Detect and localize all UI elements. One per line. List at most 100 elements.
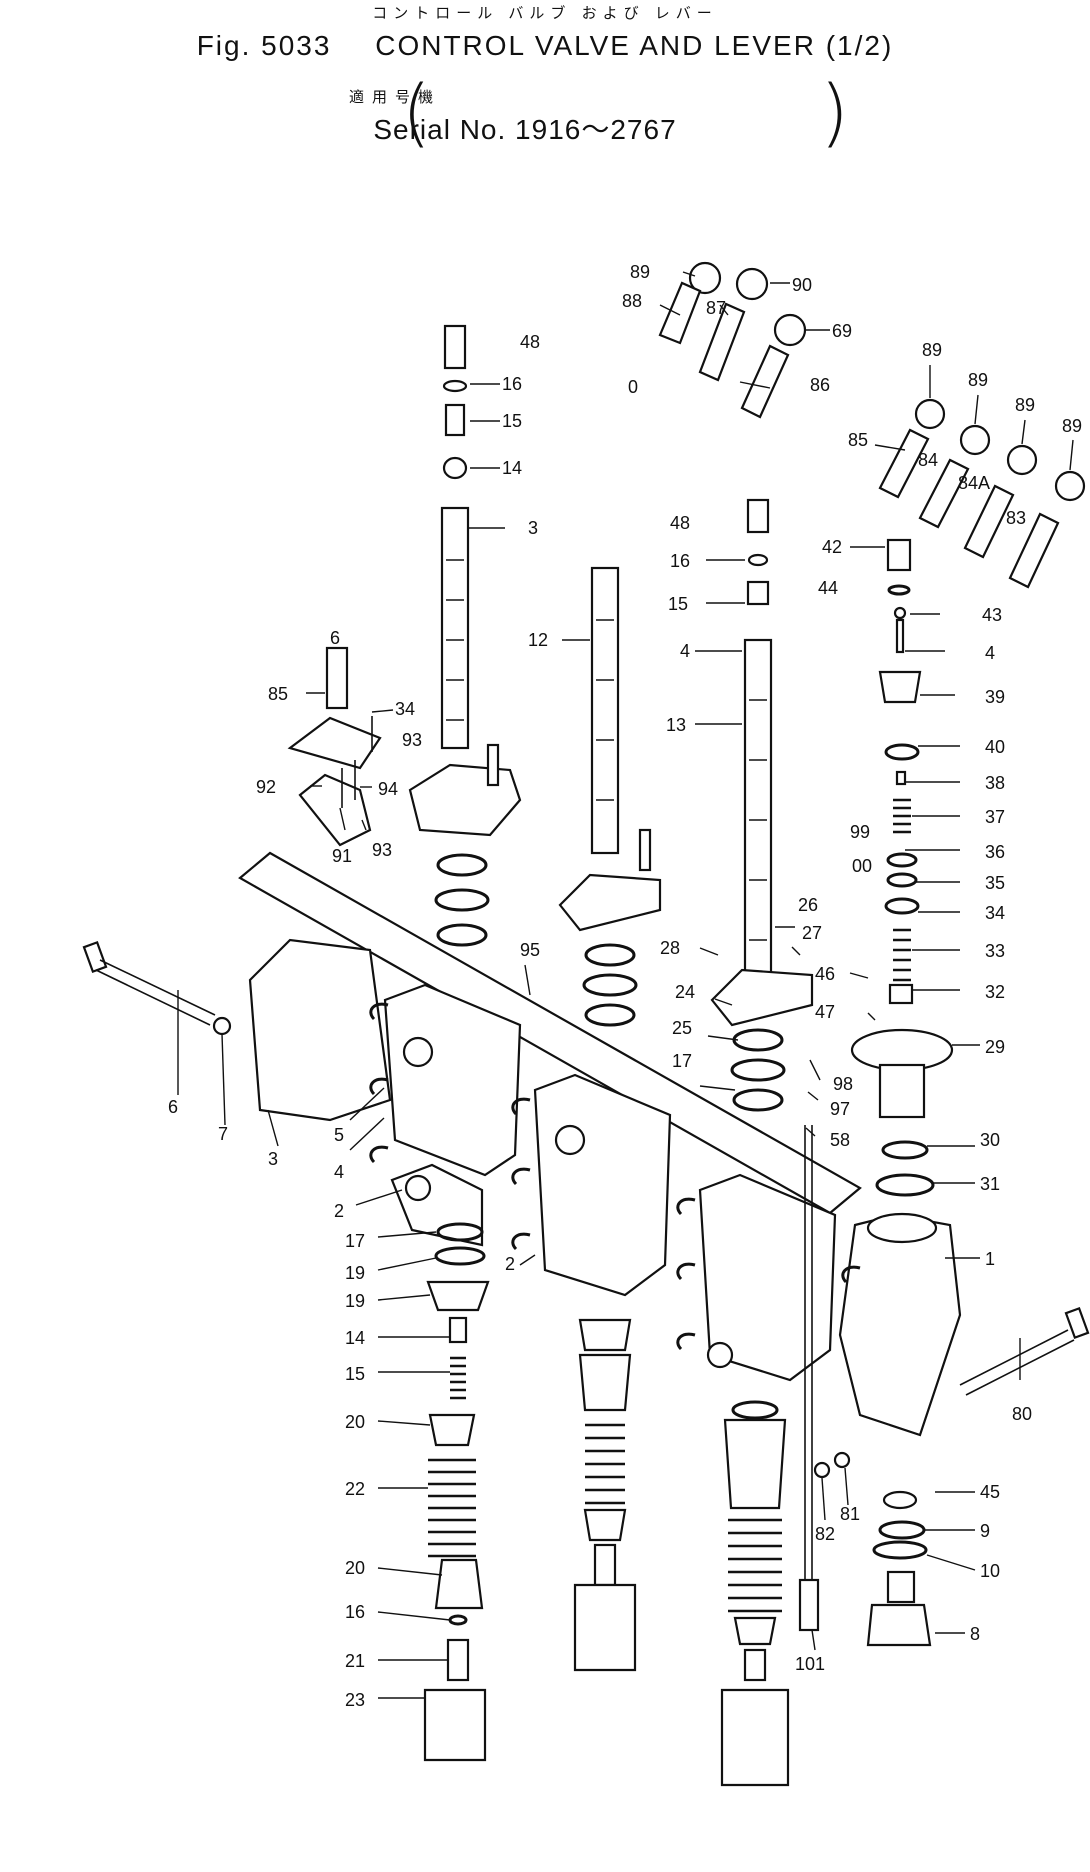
callout-2: 2 (505, 1254, 515, 1274)
callout-39: 39 (985, 687, 1005, 707)
callout-38: 38 (985, 773, 1005, 793)
callout-19: 19 (345, 1263, 365, 1283)
callout-13: 13 (666, 715, 686, 735)
callout-35: 35 (985, 873, 1005, 893)
callout-45: 45 (980, 1482, 1000, 1502)
callout-00: 00 (852, 856, 872, 876)
callout-17: 17 (345, 1231, 365, 1251)
callout-48: 48 (520, 332, 540, 352)
figure-number: Fig. 5033 (196, 30, 332, 61)
lever-knob-group-upper (658, 261, 807, 419)
callout-81: 81 (840, 1504, 860, 1524)
callout-92: 92 (256, 777, 276, 797)
callout-7: 7 (218, 1124, 228, 1144)
bottom-stack-left (423, 1222, 490, 1762)
lever-bracket-assembly (287, 646, 382, 847)
callout-82: 82 (815, 1524, 835, 1544)
callout-48: 48 (670, 513, 690, 533)
seal-stack-right-center (730, 1028, 786, 1112)
callout-labels: 89 90 88 87 69 86 0 89 89 89 89 85 84 84… (168, 262, 1082, 1710)
callout-16: 16 (670, 551, 690, 571)
callout-25: 25 (672, 1018, 692, 1038)
callout-32: 32 (985, 982, 1005, 1002)
callout-24: 24 (675, 982, 695, 1002)
callout-34: 34 (985, 903, 1005, 923)
callout-15: 15 (345, 1364, 365, 1384)
callout-14: 14 (345, 1328, 365, 1348)
callout-8: 8 (970, 1624, 980, 1644)
callout-99: 99 (850, 822, 870, 842)
bracket-right: ) (820, 70, 849, 156)
callout-85: 85 (848, 430, 868, 450)
japanese-serial-label: 適用号機 (348, 89, 441, 106)
callout-84: 84 (918, 450, 938, 470)
callout-31: 31 (980, 1174, 1000, 1194)
callout-1: 1 (985, 1249, 995, 1269)
callout-14: 14 (502, 458, 522, 478)
seal-stack-left (434, 853, 490, 947)
callout-10: 10 (980, 1561, 1000, 1581)
callout-26: 26 (798, 895, 818, 915)
callout-88: 88 (622, 291, 642, 311)
figure-title-line: Fig. 5033 CONTROL VALVE AND LEVER (1/2) (0, 30, 1090, 62)
bottom-stack-right-center (720, 1400, 790, 1787)
callout-23: 23 (345, 1690, 365, 1710)
callout-85: 85 (268, 684, 288, 704)
callout-69: 69 (832, 321, 852, 341)
callout-16: 16 (345, 1602, 365, 1622)
callout-30: 30 (980, 1130, 1000, 1150)
callout-33: 33 (985, 941, 1005, 961)
callout-93: 93 (402, 730, 422, 750)
callout-42: 42 (822, 537, 842, 557)
callout-36: 36 (985, 842, 1005, 862)
callout-47: 47 (815, 1002, 835, 1022)
tie-bolt-right (959, 1306, 1090, 1396)
lever-bracket-left (408, 743, 522, 837)
callout-28: 28 (660, 938, 680, 958)
callout-98: 98 (833, 1074, 853, 1094)
callout-21: 21 (345, 1651, 365, 1671)
serial-range: Serial No. 1916～2767 (373, 114, 677, 145)
callout-86: 86 (810, 375, 830, 395)
callout-29: 29 (985, 1037, 1005, 1057)
callout-89: 89 (1062, 416, 1082, 436)
callout-89: 89 (630, 262, 650, 282)
callout-84a: 84A (958, 473, 990, 493)
spool-middle (558, 566, 662, 932)
relief-assembly (813, 1451, 932, 1647)
callout-20: 20 (345, 1558, 365, 1578)
callout-17: 17 (672, 1051, 692, 1071)
callout-89: 89 (968, 370, 988, 390)
callout-19: 19 (345, 1291, 365, 1311)
callout-93: 93 (372, 840, 392, 860)
callout-101: 101 (795, 1654, 825, 1674)
callout-15: 15 (502, 411, 522, 431)
callout-4: 4 (334, 1162, 344, 1182)
callout-97: 97 (830, 1099, 850, 1119)
callout-46: 46 (815, 964, 835, 984)
bracket-left: ( (402, 70, 431, 156)
callout-58: 58 (830, 1130, 850, 1150)
callout-6: 6 (330, 628, 340, 648)
callout-83: 83 (1006, 508, 1026, 528)
callout-3: 3 (528, 518, 538, 538)
pilot-stack-right (850, 538, 954, 1197)
callout-4: 4 (680, 641, 690, 661)
callout-27: 27 (802, 923, 822, 943)
seal-stack-middle (582, 943, 638, 1027)
page-ratio: (1/2) (825, 30, 894, 61)
callout-89: 89 (922, 340, 942, 360)
callout-43: 43 (982, 605, 1002, 625)
callout-0: 0 (628, 377, 638, 397)
callout-34: 34 (395, 699, 415, 719)
callout-2: 2 (334, 1201, 344, 1221)
callout-44: 44 (818, 578, 838, 598)
callout-12: 12 (528, 630, 548, 650)
callout-40: 40 (985, 737, 1005, 757)
lever-knob-group-lower (878, 398, 1086, 589)
spool-right-center (710, 498, 814, 1027)
callout-95: 95 (520, 940, 540, 960)
callout-37: 37 (985, 807, 1005, 827)
callout-15: 15 (668, 594, 688, 614)
